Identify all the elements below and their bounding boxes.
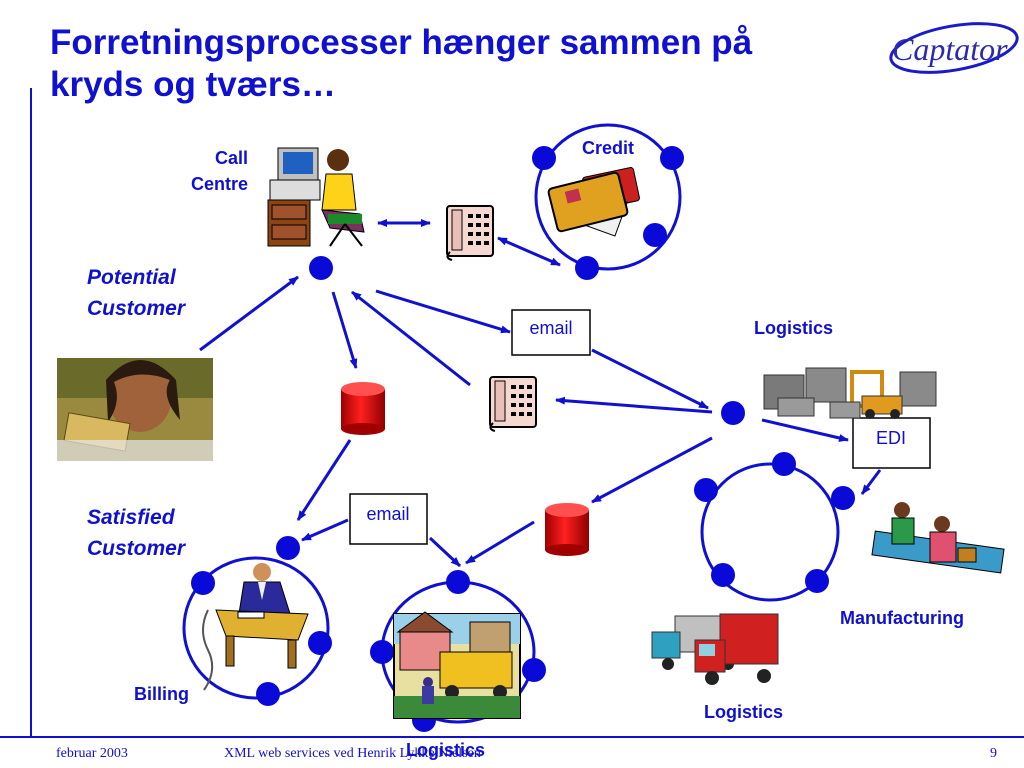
- flow-arrows: [199, 219, 882, 568]
- node-credit-2: [660, 146, 684, 170]
- trucks-icon: [651, 613, 779, 685]
- arrow-phone-credit: [497, 236, 561, 267]
- arrow-callcentre-to-email: [375, 289, 511, 334]
- label-potential-customer: Customer: [87, 297, 187, 320]
- node-logistics-1: [446, 570, 470, 594]
- edi-box-label: EDI: [876, 428, 906, 448]
- node-credit-1: [532, 146, 556, 170]
- database-bottom: [545, 503, 589, 556]
- node-mfg-4: [711, 563, 735, 587]
- footer-rule: [0, 736, 1024, 738]
- manufacturing-cycle: [700, 462, 840, 602]
- arrow-email-to-billing: [301, 518, 349, 542]
- delivery-scene-icon: [393, 611, 521, 719]
- node-billing-1: [276, 536, 300, 560]
- label-manufacturing: Manufacturing: [840, 608, 964, 628]
- node-logistics-hub: [721, 401, 745, 425]
- label-satisfied-customer: Customer: [87, 537, 187, 560]
- footer-subtitle: XML web services ved Henrik Lykke Nielse…: [224, 746, 481, 761]
- node-mfg-1: [772, 452, 796, 476]
- footer-date: februar 2003: [56, 746, 128, 761]
- credit-cards-icon: [547, 167, 640, 237]
- label-logistics-bottom: Logistics: [406, 740, 485, 760]
- logo-wordmark: Captator: [892, 31, 1008, 67]
- label-billing: Billing: [134, 684, 189, 704]
- captator-logo: Captator: [889, 22, 1019, 74]
- label-call: Call: [215, 148, 248, 168]
- node-credit-3: [643, 223, 667, 247]
- node-credit-4: [575, 256, 599, 280]
- credit-cycle: [534, 123, 682, 271]
- email-box-bottom-label: email: [366, 504, 409, 524]
- node-callcentre: [309, 256, 333, 280]
- arrow-phone2-to-callcentre: [351, 290, 471, 387]
- label-satisfied: Satisfied: [87, 506, 176, 529]
- arrow-db-to-billing: [296, 439, 352, 521]
- node-mfg-2: [694, 478, 718, 502]
- edi-box: EDI: [852, 417, 931, 469]
- node-billing-3: [308, 631, 332, 655]
- arrow-logistics-to-edi: [761, 418, 849, 442]
- arrow-callcentre-to-db: [331, 291, 358, 369]
- label-centre: Centre: [191, 174, 248, 194]
- billing-cycle: [182, 556, 330, 700]
- node-billing-2: [191, 571, 215, 595]
- potential-customer-photo: [57, 358, 213, 461]
- left-rule: [30, 88, 32, 736]
- call-centre-agent-icon: [267, 147, 365, 247]
- arrow-customer-to-callcentre: [199, 275, 299, 352]
- arrow-email-to-logistics-cycle: [428, 536, 462, 568]
- label-logistics-trucks: Logistics: [704, 702, 783, 722]
- warehouse-forklift-icon: [763, 367, 937, 419]
- telephone-icon-top: [446, 205, 494, 261]
- label-potential: Potential: [87, 266, 177, 289]
- arrow-edi-to-manufacturing: [860, 469, 882, 495]
- database-top: [341, 382, 385, 435]
- arrow-logistics-to-db2: [591, 436, 713, 504]
- email-box-top-label: email: [529, 318, 572, 338]
- node-logistics-2: [370, 640, 394, 664]
- node-billing-4: [256, 682, 280, 706]
- email-box-top: email: [511, 309, 591, 356]
- node-mfg-3: [831, 486, 855, 510]
- label-logistics-top: Logistics: [754, 318, 833, 338]
- slide-title: Forretningsprocesser hænger sammen på kr…: [50, 22, 850, 106]
- manufacturing-workers-icon: [871, 502, 1005, 574]
- nodes: [191, 146, 855, 732]
- billing-clerk-icon: [202, 563, 309, 691]
- title-line-2: kryds og tværs…: [50, 65, 336, 104]
- node-logistics-3: [522, 658, 546, 682]
- arrow-logistics-to-phone2: [555, 396, 713, 414]
- email-box-bottom: email: [349, 493, 428, 545]
- label-credit: Credit: [582, 138, 634, 158]
- telephone-icon-middle: [489, 376, 537, 432]
- arrow-db2-to-logistics-cycle: [465, 520, 535, 565]
- footer-page-number: 9: [990, 746, 997, 761]
- arrow-email-to-logistics: [591, 348, 709, 410]
- title-line-1: Forretningsprocesser hænger sammen på: [50, 23, 753, 62]
- node-mfg-5: [805, 569, 829, 593]
